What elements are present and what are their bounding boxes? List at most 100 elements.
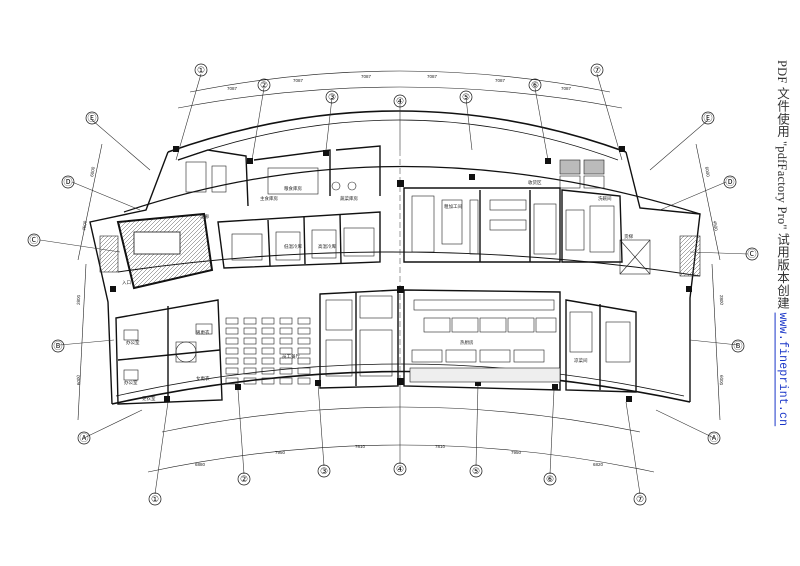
room-label-office-2: 办公室 xyxy=(124,379,138,386)
dim-right-2: 4500 xyxy=(712,220,719,231)
dining-table xyxy=(243,377,257,385)
room-label-entrance: 入口 xyxy=(122,280,131,286)
axis-col-3-top: ③ xyxy=(328,92,336,102)
dim-top-6: 7087 xyxy=(561,86,572,91)
room-label-cold-kitchen: 凉菜间 xyxy=(574,357,588,364)
dining-table xyxy=(297,347,311,355)
dim-top-3: 7087 xyxy=(361,74,372,79)
dining-table xyxy=(243,317,257,325)
room-label-office-4: 女更衣 xyxy=(196,375,210,382)
dining-table xyxy=(225,367,239,375)
axis-col-5-top: ⑤ xyxy=(462,92,470,102)
axis-row-d-right: Ⓓ xyxy=(725,177,734,187)
room-label-prep-room: 粗加工间 xyxy=(444,203,462,210)
grid-lines xyxy=(39,73,749,495)
axis-col-1-bottom: ① xyxy=(151,494,159,504)
dining-table xyxy=(243,347,257,355)
axis-row-c-right: Ⓒ xyxy=(747,249,756,259)
room-label-dry-store: 主食库房 xyxy=(260,195,278,202)
column-axis-labels: ① ② ③ ④ ⑤ ⑥ ⑦ ① ② ③ ④ ⑤ ⑥ ⑦ xyxy=(151,65,644,504)
dining-table xyxy=(243,357,257,365)
axis-row-a-right: Ⓐ xyxy=(709,433,718,443)
dining-table xyxy=(225,357,239,365)
dining-table xyxy=(225,337,239,345)
axis-col-7-bottom: ⑦ xyxy=(636,494,644,504)
dim-right-3: 2800 xyxy=(719,295,724,306)
dim-right-1: 6000 xyxy=(704,166,711,177)
room-label-grain-store: 粮食库房 xyxy=(284,185,302,192)
axis-col-3-bottom: ③ xyxy=(320,466,328,476)
dining-table xyxy=(297,337,311,345)
dining-table xyxy=(261,367,275,375)
dim-bottom-4: 7810 xyxy=(435,444,446,449)
dim-top-4: 7087 xyxy=(427,74,438,79)
dining-table xyxy=(225,377,239,385)
dining-table xyxy=(279,337,293,345)
dining-table xyxy=(243,337,257,345)
dim-bottom-3: 7810 xyxy=(355,444,366,449)
office-furniture xyxy=(123,323,213,381)
axis-row-c-left: Ⓒ xyxy=(29,235,38,245)
interior-walls xyxy=(115,145,637,405)
room-label-office-5: 更衣室 xyxy=(142,395,156,402)
dim-bottom-2: 7950 xyxy=(275,450,286,455)
axis-col-5-bottom: ⑤ xyxy=(472,466,480,476)
dining-table xyxy=(279,357,293,365)
axis-row-e-left: Ⓔ xyxy=(87,113,96,123)
room-label-cold-storage-2: 高温冷库 xyxy=(318,243,336,250)
dining-table xyxy=(297,367,311,375)
dining-tables xyxy=(225,317,311,385)
dining-table xyxy=(279,327,293,335)
room-label-veg-store: 蔬菜库房 xyxy=(340,195,358,202)
dim-bottom-1: 6880 xyxy=(195,462,206,467)
row-axis-markers xyxy=(27,111,759,445)
dim-left-2: 4500 xyxy=(81,220,88,231)
dim-left-4: 6000 xyxy=(76,374,81,385)
axis-row-b-right: Ⓑ xyxy=(733,341,742,351)
watermark: PDF 文件使用 "pdfFactory Pro" 试用版本创建 www.fin… xyxy=(770,60,792,560)
dining-table xyxy=(243,327,257,335)
axis-row-b-left: Ⓑ xyxy=(53,341,62,351)
axis-col-6-top: ⑥ xyxy=(531,80,539,90)
watermark-url[interactable]: www.fineprint.cn xyxy=(776,312,789,427)
dining-table xyxy=(297,317,311,325)
dining-table xyxy=(261,327,275,335)
room-label-hot-kitchen: 热厨房 xyxy=(460,339,474,346)
dining-table xyxy=(225,327,239,335)
dining-table xyxy=(297,357,311,365)
axis-col-4-top: ④ xyxy=(396,96,404,106)
dining-table xyxy=(225,347,239,355)
room-label-corridor: 走廊 xyxy=(200,213,209,220)
axis-col-7-top: ⑦ xyxy=(593,65,601,75)
dining-table xyxy=(261,317,275,325)
axis-row-e-right: Ⓔ xyxy=(703,113,712,123)
dining-table xyxy=(279,317,293,325)
dim-bottom-5: 7950 xyxy=(511,450,522,455)
dining-table xyxy=(279,347,293,355)
dining-table xyxy=(297,327,311,335)
axis-col-6-bottom: ⑥ xyxy=(546,474,554,484)
room-label-receiving: 收货区 xyxy=(528,179,542,186)
dining-table xyxy=(279,377,293,385)
dim-bottom-6: 6820 xyxy=(593,462,604,467)
dining-table xyxy=(261,337,275,345)
dim-top-2: 7087 xyxy=(293,78,304,83)
room-label-office-3: 男更衣 xyxy=(196,329,210,336)
dim-top-1: 7087 xyxy=(227,86,238,91)
axis-col-2-bottom: ② xyxy=(240,474,248,484)
room-label-elevator: 货梯 xyxy=(624,233,633,240)
watermark-text: PDF 文件使用 "pdfFactory Pro" 试用版本创建 xyxy=(775,60,789,310)
axis-col-4-bottom: ④ xyxy=(396,464,404,474)
dim-left-1: 6000 xyxy=(89,166,96,177)
room-label-office-1: 办公室 xyxy=(126,339,140,346)
dining-table xyxy=(261,357,275,365)
dining-table xyxy=(225,317,239,325)
dim-top-5: 7087 xyxy=(495,78,506,83)
kitchen-equipment xyxy=(99,159,701,383)
dining-table xyxy=(261,347,275,355)
axis-row-a-left: Ⓐ xyxy=(79,433,88,443)
axis-row-d-left: Ⓓ xyxy=(63,177,72,187)
room-label-cold-storage-1: 低温冷库 xyxy=(284,243,302,250)
room-label-dish-wash: 洗碗间 xyxy=(598,195,612,202)
row-axis-labels: Ⓔ Ⓓ Ⓒ Ⓑ Ⓐ Ⓔ Ⓓ Ⓒ Ⓑ Ⓐ xyxy=(29,113,756,443)
